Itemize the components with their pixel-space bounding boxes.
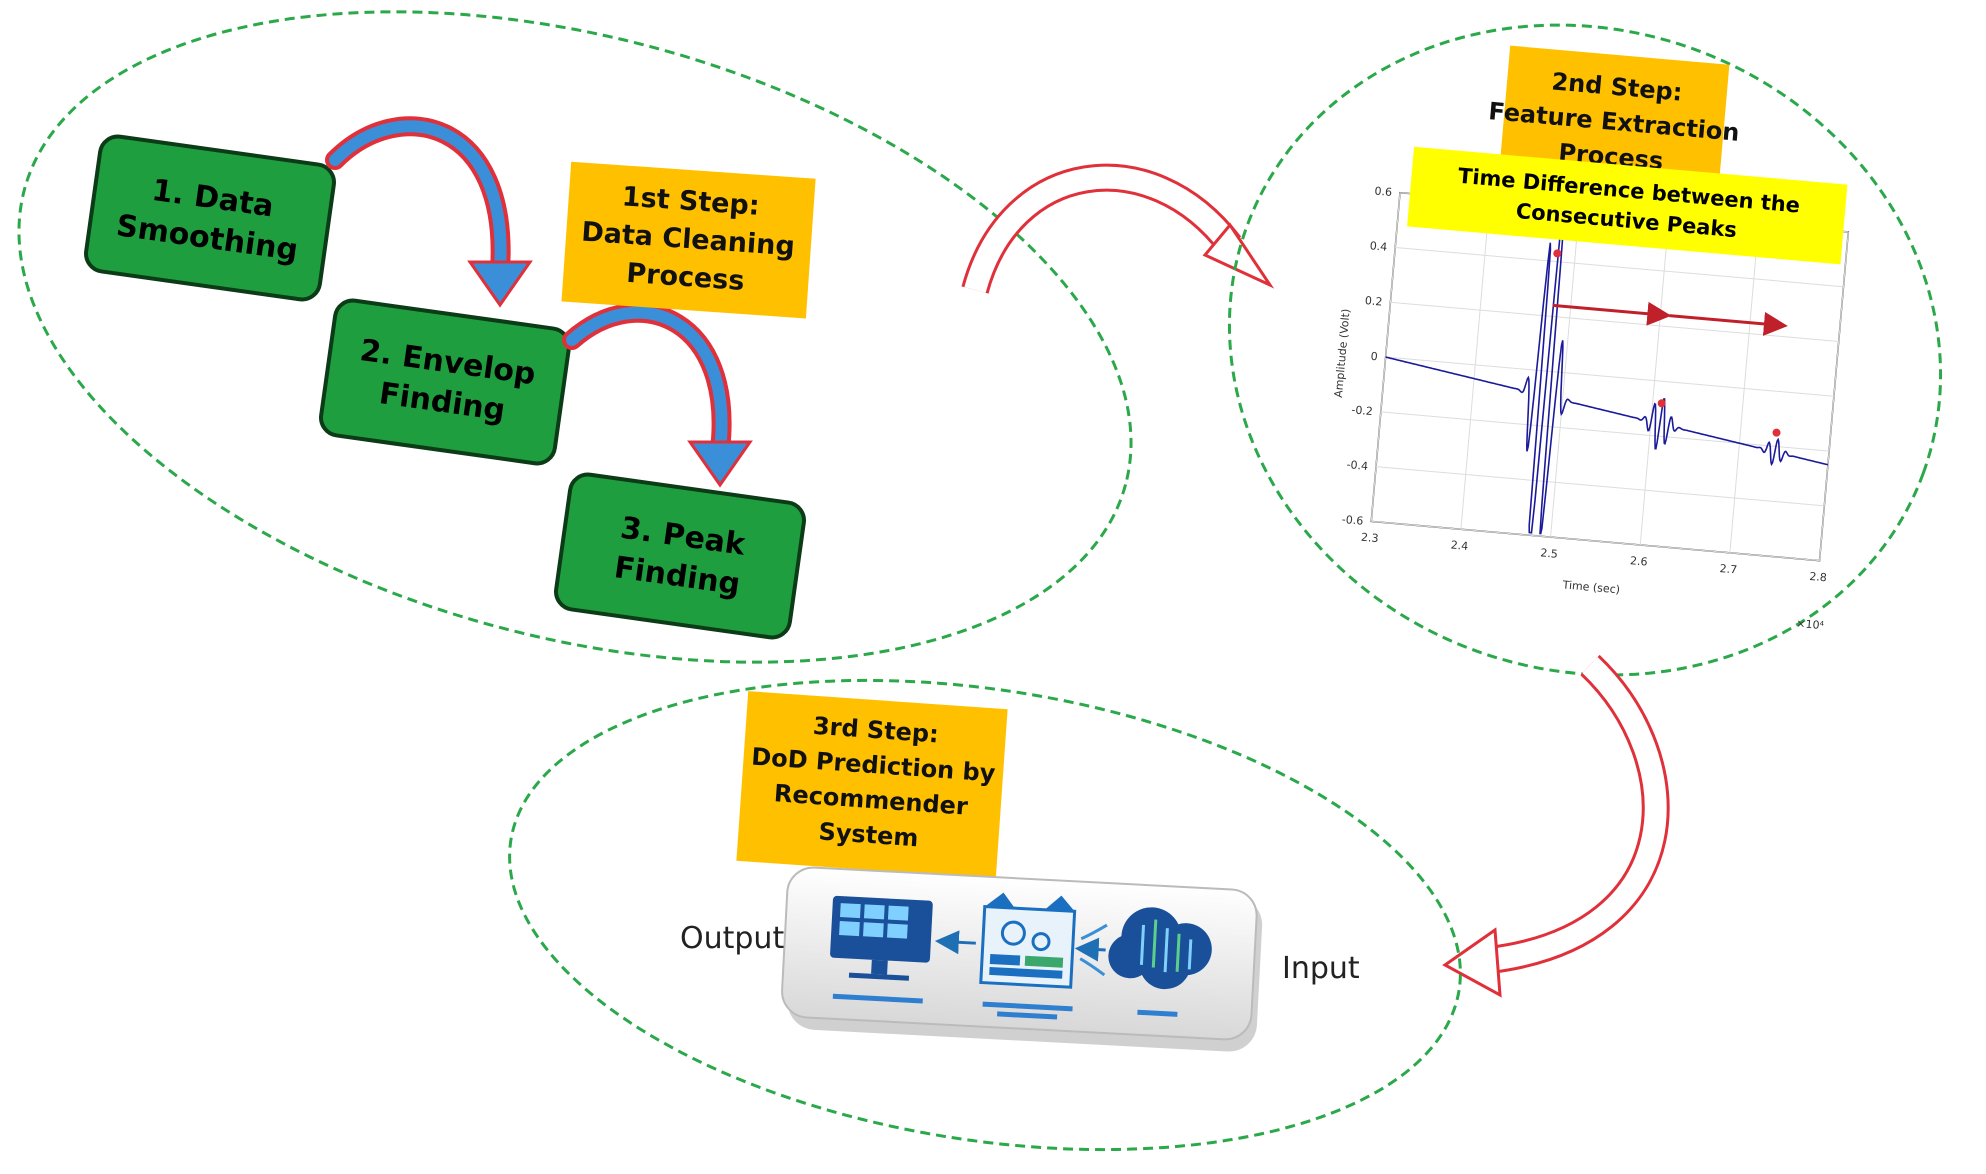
peak-chart: 2.3 2.4 2.5 2.6 2.7 2.8 0.6 0.4 0.2 0 -0.2 -0.4 -0.6…	[1332, 146, 1850, 632]
y-tick-label: 0.6	[1374, 184, 1393, 198]
y-tick-label: -0.6	[1341, 513, 1364, 528]
signal-trace	[1385, 208, 1829, 535]
recommender-device	[781, 866, 1263, 1052]
grid-line-y	[1371, 520, 1820, 562]
grid-line-y	[1385, 356, 1834, 397]
x-tick-label: 2.8	[1809, 570, 1828, 584]
monitor-icon	[830, 895, 933, 1004]
step3-title-box: 3rd Step: DoD Prediction by Recommender …	[736, 691, 1008, 879]
time-diff-arrow	[1669, 311, 1788, 336]
process-box-smoothing: 1. Data Smoothing	[84, 134, 336, 302]
chart-signal	[1385, 208, 1829, 535]
chart-x-label: Time (sec)	[1561, 578, 1620, 596]
peak-marker	[1772, 428, 1781, 437]
transition-arrow-1-to-2	[961, 163, 1275, 294]
step3-title-line4: System	[818, 817, 920, 852]
peak-marker	[1553, 249, 1562, 258]
device-flow-arrows	[934, 923, 1108, 977]
chart-y-label: Amplitude (Volt)	[1332, 308, 1353, 398]
chart-diff-arrows	[1552, 301, 1788, 336]
grid-line-y	[1380, 411, 1830, 452]
y-tick-label: 0.4	[1369, 239, 1388, 253]
step2-ellipse	[1227, 23, 1943, 677]
chart-ticks: 2.3 2.4 2.5 2.6 2.7 2.8 0.6 0.4 0.2 0 -0.2 -0.4 -0.6	[1341, 184, 1828, 584]
process-box-peak: 3. Peak Finding	[554, 472, 806, 640]
step1-title-box: 1st Step: Data Cleaning Process	[561, 161, 816, 319]
peak-marker	[1657, 399, 1666, 408]
y-tick-label: 0	[1370, 350, 1378, 364]
grid-line-y	[1375, 466, 1825, 507]
x-tick-label: 2.5	[1540, 546, 1559, 560]
y-tick-label: -0.2	[1351, 403, 1374, 418]
x-tick-label: 2.7	[1719, 562, 1738, 576]
x-tick-label: 2.4	[1450, 538, 1469, 552]
recommender-engine-icon	[979, 892, 1077, 1020]
flow-arrow-1	[325, 116, 533, 308]
chart-x-exponent: ×10⁴	[1796, 617, 1825, 632]
y-tick-label: -0.4	[1346, 458, 1369, 473]
grid-line-y	[1395, 246, 1844, 288]
x-tick-label: 2.3	[1361, 531, 1380, 545]
chart-peaks	[1553, 249, 1781, 437]
time-diff-arrow	[1552, 301, 1672, 326]
step3-ellipse	[508, 678, 1462, 1152]
chart-title-box	[1407, 146, 1848, 265]
y-tick-label: 0.2	[1364, 294, 1383, 308]
transition-arrow-2-to-3	[1442, 654, 1670, 998]
data-cloud-icon	[1108, 907, 1212, 1017]
process-box-envelop: 2. Envelop Finding	[319, 298, 571, 466]
x-tick-label: 2.6	[1629, 554, 1648, 568]
input-label: Input	[1282, 951, 1360, 986]
step1-ellipse	[17, 10, 1133, 664]
output-label: Output	[680, 921, 784, 956]
flow-arrow-2	[562, 302, 753, 488]
